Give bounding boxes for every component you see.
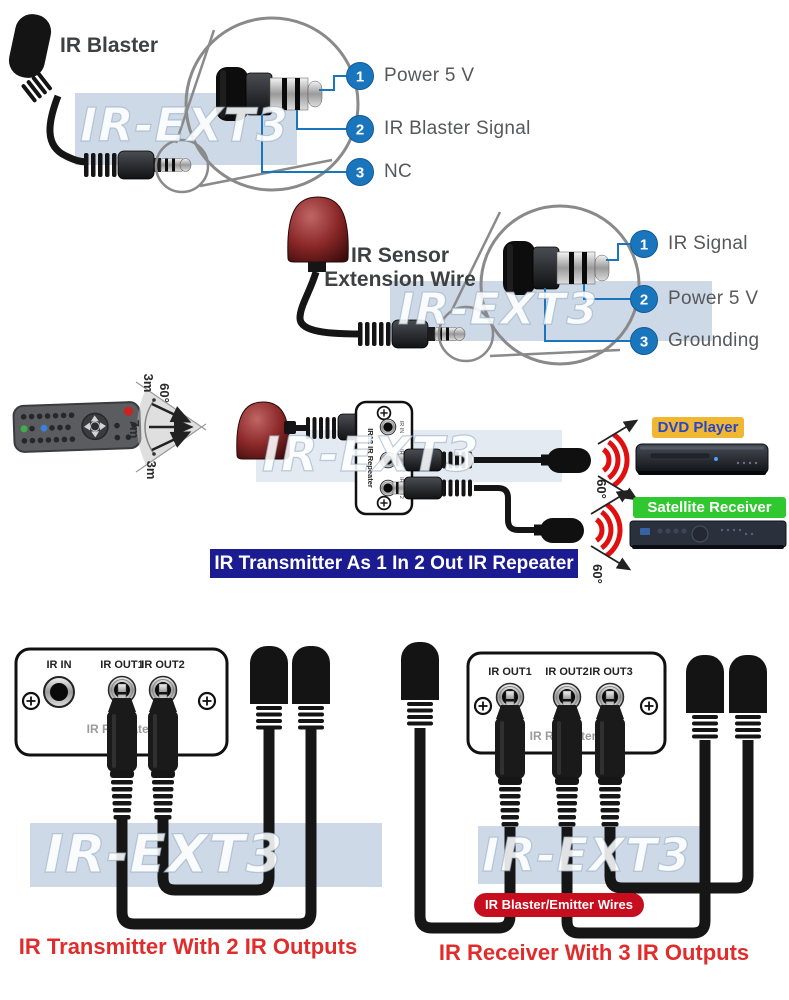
pin-callout-lines [544,243,630,342]
emitter-wire [561,740,711,939]
inserted-plug [147,683,179,820]
screw-icon [376,405,392,421]
ir-sensor-cable [296,270,361,338]
remote-green-button [20,425,28,433]
ir-blaster-cable [46,94,89,166]
watermark-text: IR-EXT3 [397,284,599,335]
output-cable-2 [392,476,584,543]
ir-blaster-plug [83,150,192,180]
inserted-plug [494,690,526,827]
ir-emitter-icon [547,448,591,473]
pin-1-badge: 1 [356,69,364,86]
satellite-receiver-badge: Satellite Receiver [633,497,786,518]
pin-2-badge: 2 [640,292,648,309]
watermark-text: IR-EXT3 [481,828,691,882]
remote-control-icon [12,401,142,453]
repeater-unit-label: IR12 IR Repeater [366,428,375,488]
watermark-text: IR-EXT3 [43,824,284,885]
range-label-top: 3m [141,374,156,393]
pin-number-badges: 1 2 3 [630,230,658,355]
ir-emitter-icon [250,646,288,730]
ir-waves-icon [591,491,629,569]
magnifier-large-circle [184,16,360,192]
emitter-wire [604,740,754,894]
jack-label-ir-in: IR IN [46,659,72,671]
pin-number-badges: 1 2 3 [346,62,374,186]
screw-icon [473,696,493,716]
emit-angle-label-1: 60° [594,479,609,499]
receiver-caption: IR Receiver With 3 IR Outputs [438,940,750,965]
repeater-banner: IR Transmitter As 1 In 2 Out IR Repeater [210,549,578,578]
inserted-plug [551,690,583,827]
ir-sensor-title-line1: IR Sensor [350,244,450,267]
pin-callout-lines [261,75,346,173]
ir-emitter-icon [401,642,439,726]
pin-label-power: Power 5 V [668,288,759,309]
pin-label-nc: NC [384,161,413,182]
emitter-wire [157,728,275,896]
ir-emitter-icon [686,655,724,739]
pin-label-signal: IR Blaster Signal [384,118,531,139]
ir-emitter-icon [540,518,584,543]
watermark-text: IR-EXT3 [79,98,289,152]
jack-label-ir-in: IR IN [398,421,404,434]
emitter-wire [414,728,516,934]
ir-sensor-illustration: 1 2 3 [287,196,658,366]
magnifier-large-circle [479,204,641,366]
dvd-player-badge: DVD Player [652,417,744,438]
repeater-application-diagram: 3m 60° 7m 3m [12,374,787,584]
receiver-panel-illustration: IR Repeater [401,642,767,939]
remote-red-button [123,406,133,416]
range-angle-label: 60° [157,383,172,403]
pin-label-power: Power 5 V [384,65,475,86]
transmitter-caption: IR Transmitter With 2 IR Outputs [18,934,358,959]
magnifier-small-circle [154,138,210,194]
jack-label-ir-out1: IR OUT1 [488,666,532,678]
inserted-plug [106,683,138,820]
range-label-bottom: 3m [144,461,159,480]
watermark-band-5 [478,826,704,884]
ir-blaster-illustration: 1 2 3 [8,14,374,194]
output-cable-1 [392,448,591,473]
satellite-receiver-image [629,520,787,549]
screw-icon [21,691,41,711]
jack-label-ir-out3: IR OUT3 [589,666,633,678]
emit-angle-label-2: 60° [590,564,605,584]
watermark-text: IR-EXT3 [261,427,480,483]
watermark-band-4 [30,823,382,887]
pin-3-badge: 3 [356,165,364,182]
jack-label-ir-out2: IR OUT2 [545,666,589,678]
screw-icon [376,495,392,511]
pin-2-badge: 2 [356,122,364,139]
ir-sensor-dome-icon [236,401,290,460]
remote-blue-button [40,424,48,432]
ir-blaster-title: IR Blaster [60,34,159,57]
pin-label-ir-signal: IR Signal [668,233,748,254]
dvd-player-image [635,443,769,475]
pin-3-badge: 3 [640,334,648,351]
ir-emitter-icon [729,655,767,739]
pin-label-grounding: Grounding [668,330,760,351]
inserted-plug [594,690,626,827]
pin-1-badge: 1 [640,237,648,254]
transmitter-panel-illustration: IR Repeater [14,646,330,930]
magnifier-small-circle [437,305,495,363]
jack-label-ir-out2: IR OUT2 [141,659,185,671]
wire-tag: IR Blaster/Emitter Wires [474,893,644,917]
jack-ir-in [43,676,75,708]
ir-range-fan: 3m 60° 7m 3m [127,374,207,480]
jack-label-ir-out1: IR OUT1 [100,659,144,671]
screw-icon [197,691,217,711]
screw-icon [639,696,659,716]
ir-sensor-title-line2: Extension Wire [324,268,476,291]
emitter-wire [116,728,317,930]
ir-emitter-icon [292,646,330,730]
ir-blaster-head-icon [8,14,52,103]
range-label-mid: 7m [127,420,142,439]
remote-dpad [81,412,109,441]
ir-sensor-dome-icon [287,196,349,263]
